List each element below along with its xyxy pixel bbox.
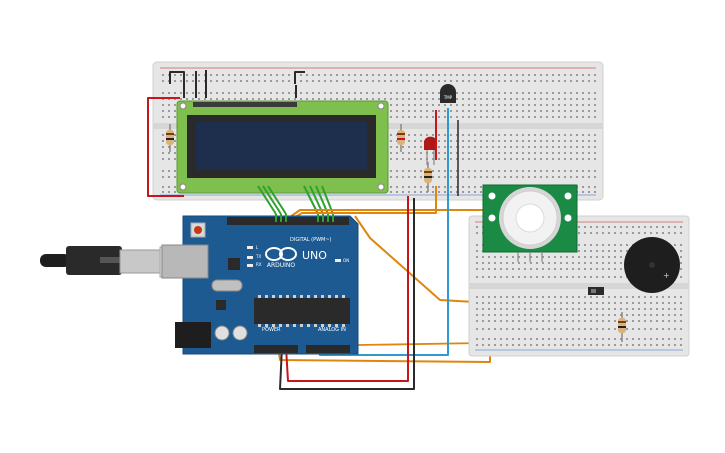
lcd-screen xyxy=(196,122,367,170)
temperature-sensor[interactable]: TMP xyxy=(440,84,456,103)
digital-header[interactable] xyxy=(227,217,349,225)
lcd-display[interactable] xyxy=(176,100,389,194)
slide-switch[interactable] xyxy=(588,287,604,295)
resistor-small-board[interactable] xyxy=(618,312,626,342)
on-label: ON xyxy=(343,258,349,263)
capacitor-1 xyxy=(214,325,230,341)
resistor-left[interactable] xyxy=(166,124,174,152)
resistor-led[interactable] xyxy=(424,162,432,192)
arduino-uno[interactable]: ARDUINO UNO DIGITAL (PWM~) POWER ANALOG … xyxy=(161,215,359,355)
analog-header[interactable] xyxy=(306,345,350,353)
capacitor-2 xyxy=(232,325,248,341)
red-led[interactable] xyxy=(424,136,437,165)
tx-label: TX xyxy=(255,254,261,259)
rx-label: RX xyxy=(256,262,262,267)
power-label: POWER xyxy=(262,327,281,333)
lcd-pin-header xyxy=(193,102,297,107)
analog-label: ANALOG IN xyxy=(318,327,346,333)
temp-sensor-label: TMP xyxy=(443,95,453,100)
power-header[interactable] xyxy=(254,345,298,353)
digital-label: DIGITAL (PWM~) xyxy=(290,237,332,243)
atmega-chip xyxy=(254,298,350,324)
svg-text:+: + xyxy=(663,271,670,280)
pir-motion-sensor[interactable] xyxy=(482,184,578,262)
arduino-model: UNO xyxy=(302,249,327,262)
usb-port xyxy=(161,244,209,279)
reset-button[interactable] xyxy=(194,226,202,234)
l-label: L xyxy=(256,245,259,250)
power-jack xyxy=(175,322,211,348)
crystal xyxy=(211,279,243,292)
resistor-mid[interactable] xyxy=(397,124,405,152)
piezo-buzzer[interactable]: + xyxy=(624,237,680,293)
arduino-brand: ARDUINO xyxy=(267,262,296,269)
arduino-logo xyxy=(265,247,297,261)
header-wire-tips xyxy=(275,214,334,222)
